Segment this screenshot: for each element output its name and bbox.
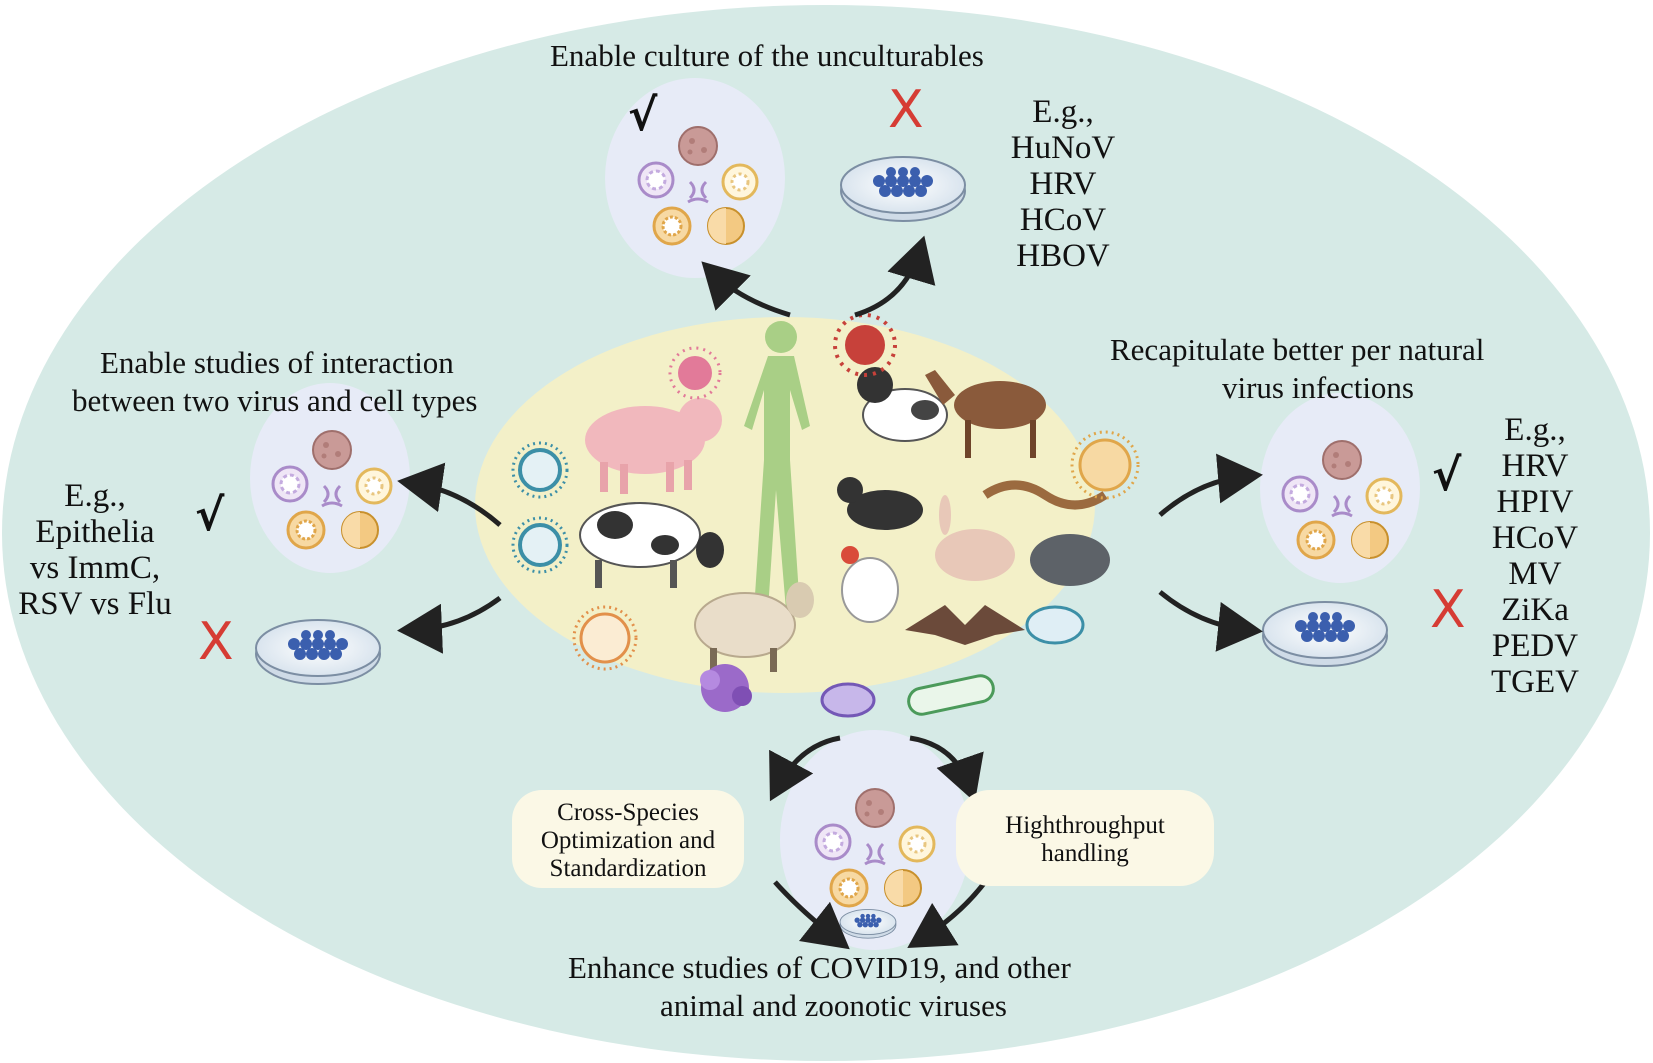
cat-icon [837,477,923,530]
virus-icon-teal-2 [511,516,569,574]
left-heading-line-2: between two virus and cell types [72,383,478,418]
top-example: E.g., [1032,94,1094,130]
arrow-bottom-right [909,735,984,803]
cross-species-box [512,790,744,888]
right-example: HCoV [1491,520,1579,556]
human-figure-icon [744,321,810,610]
cow-icon [579,502,724,588]
bat-icon [905,605,1025,645]
top-heading: Enable culture of the unculturables [550,38,984,73]
arrow-bottom-converge-left [773,880,850,950]
virus-icon-orange-right [1070,430,1140,500]
left-examples: E.g., Epithelia vs ImmC, RSV vs Flu [6,478,184,622]
left-example: E.g., [64,478,126,514]
highthroughput-line: handling [1041,840,1129,867]
cross-species-line: Standardization [549,855,707,882]
virus-icon-red [833,313,897,377]
arrow-left-down [397,595,502,654]
right-cross-mark: X [1430,580,1466,640]
frog-icon [1030,534,1110,586]
arrow-right-down [1158,590,1263,652]
right-heading-line-1: Recapitulate better per natural [1110,332,1485,367]
right-example: ZiKa [1501,592,1569,628]
left-example: Epithelia [35,514,155,550]
top-example: HRV [1029,166,1097,202]
highthroughput-box-text: Highthroughput handling [956,812,1214,868]
right-example: E.g., [1504,412,1566,448]
arrow-right-up [1158,453,1263,517]
bottom-heading-line-2: animal and zoonotic viruses [660,988,1007,1023]
left-example: RSV vs Flu [18,586,172,622]
left-dish [255,619,381,685]
bottom-small-dish [839,908,897,939]
right-example: HRV [1501,448,1569,484]
top-dish [840,156,966,222]
virus-icon-green-rod [907,674,995,716]
rabbit-icon [935,495,1015,581]
top-examples: E.g., HuNoV HRV HCoV HBOV [998,94,1128,274]
snake-icon [982,480,1108,510]
right-example: TGEV [1491,664,1579,700]
highthroughput-line: Highthroughput [1005,812,1165,839]
right-example: PEDV [1491,628,1579,664]
arrow-bottom-converge-right [907,880,987,948]
highthroughput-box [956,790,1214,886]
virus-icon-pink [668,346,722,400]
right-heading-line-2: virus infections [1222,370,1414,405]
right-examples: E.g., HRV HPIV HCoV MV ZiKa PEDV TGEV [1480,412,1590,700]
pig-icon [585,398,722,494]
virus-icon-teal-1 [511,441,569,499]
top-example: HCoV [1019,202,1107,238]
bottom-organoid-bubble [780,730,970,950]
right-example: MV [1508,556,1562,592]
virus-icon-orange-left [572,605,638,671]
top-example: HBOV [1016,238,1110,274]
top-example: HuNoV [1010,130,1116,166]
sheep-icon [694,582,814,672]
left-cross-mark: X [198,612,234,672]
cross-species-line: Optimization and [540,827,716,854]
cross-species-line: Cross-Species [557,799,699,826]
horse-icon [925,370,1046,458]
left-example: vs ImmC, [29,550,161,586]
right-check-mark: √ [1432,450,1462,501]
dog-icon [857,367,948,442]
left-check-mark: √ [195,490,225,541]
bottom-heading-line-1: Enhance studies of COVID19, and other [568,950,1071,985]
top-check-mark: √ [628,90,658,141]
cross-species-box-text: Cross-Species Optimization and Standardi… [512,799,744,883]
arrow-top-left [701,261,791,318]
top-cross-mark: X [888,80,924,140]
arrow-top-right [854,235,936,318]
right-dish [1262,601,1388,667]
arrow-left-up [397,462,502,527]
chicken-icon [841,546,899,623]
right-example: HPIV [1496,484,1574,520]
left-heading-line-1: Enable studies of interaction [100,345,454,380]
arrow-bottom-left [769,735,841,802]
virus-icon-purple-oval [820,682,876,718]
virus-icon-purple-cluster [700,664,752,712]
virus-icon-teal-right [1025,605,1085,645]
